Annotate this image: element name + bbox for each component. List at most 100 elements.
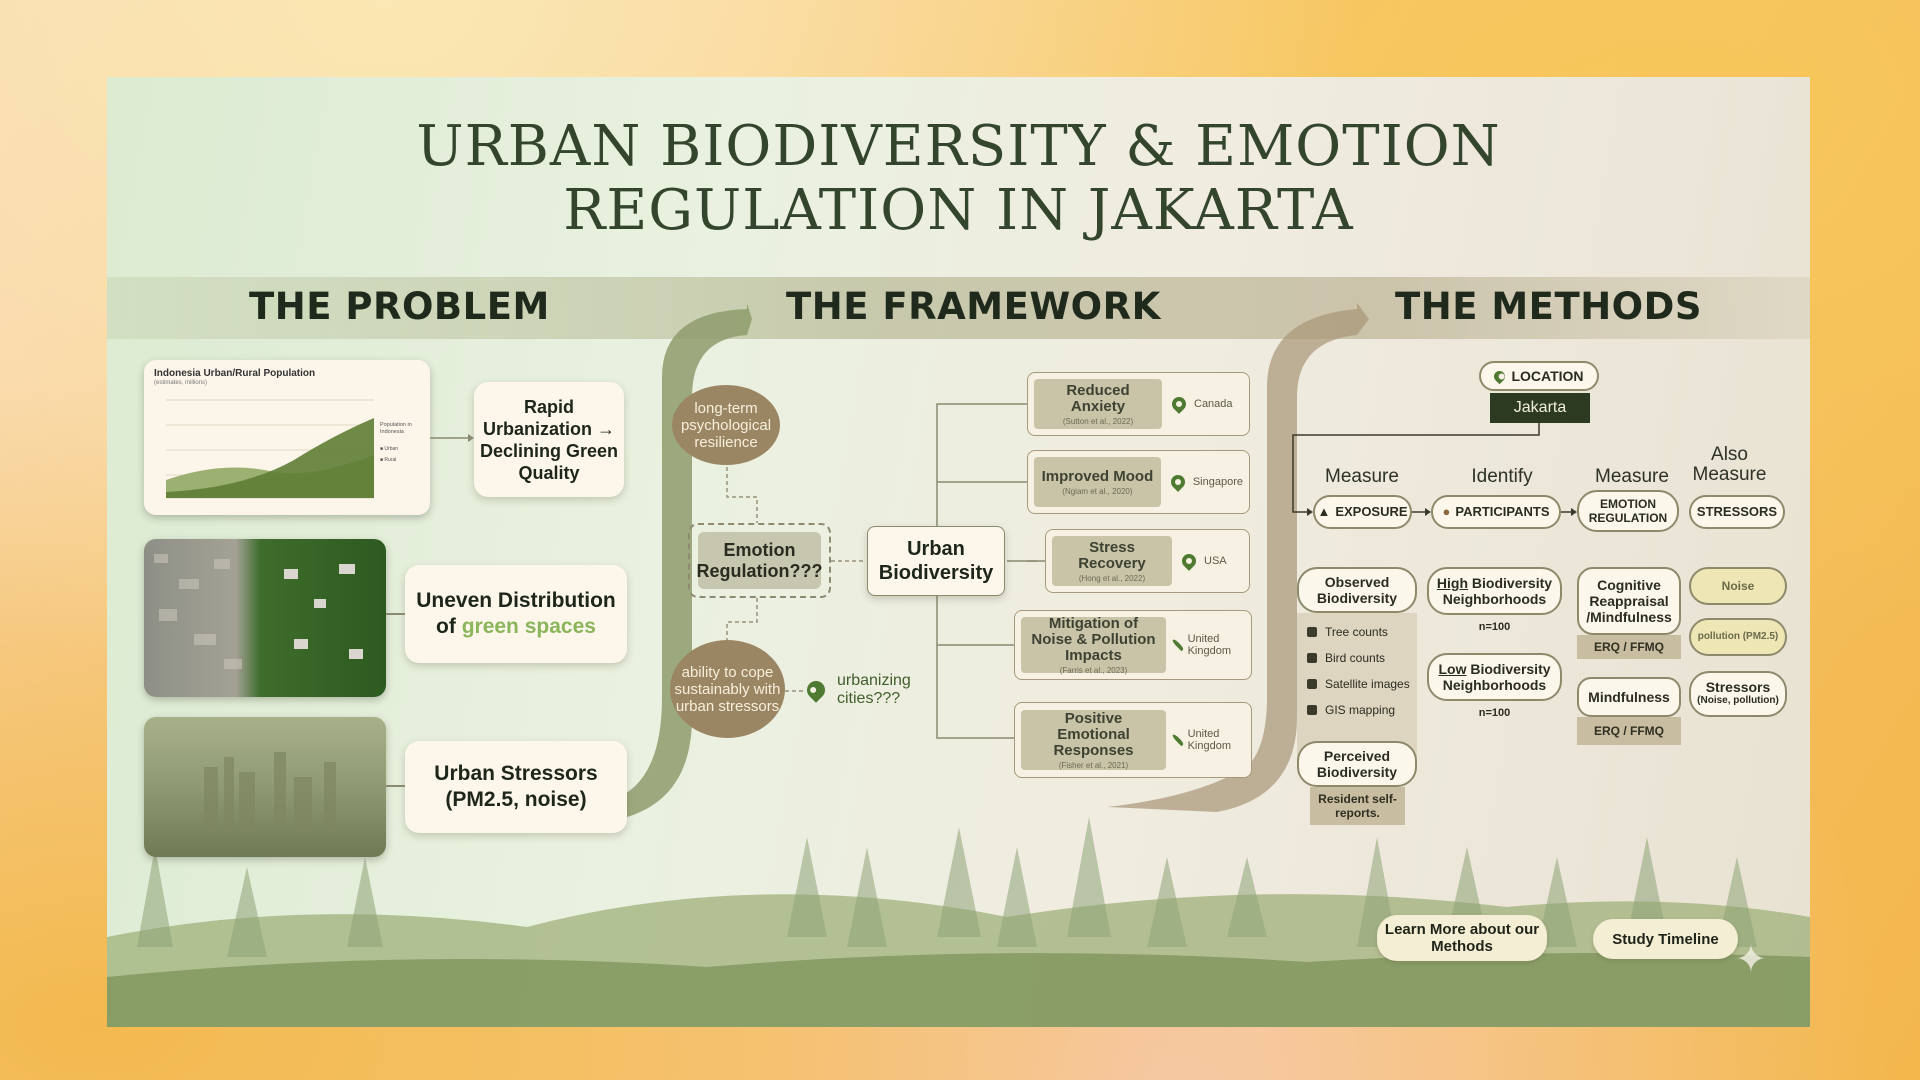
section-heading-problem: THE PROBLEM <box>249 285 550 328</box>
outcome-stress-recovery: Stress Recovery(Hong et al., 2022) USA <box>1045 529 1250 593</box>
bird-counts-item: Bird counts <box>1307 651 1385 665</box>
pill-emotion-regulation: EMOTION REGULATION <box>1577 490 1679 532</box>
low-n: n=100 <box>1478 707 1511 719</box>
arrow-chart-to-card <box>430 434 474 442</box>
cognitive-reappraisal: Cognitive Reappraisal /Mindfulness <box>1577 567 1681 635</box>
aerial-texture <box>154 554 363 669</box>
gis-item: GIS mapping <box>1307 703 1395 717</box>
outcome-label: Mitigation of Noise & Pollution Impacts <box>1031 614 1156 664</box>
outcome-label-box: Stress Recovery(Hong et al., 2022) <box>1052 536 1172 586</box>
location-pill: LOCATION <box>1479 361 1599 391</box>
foreground-hill <box>107 953 1810 1027</box>
outcome-citation: (Hong et al., 2022) <box>1078 573 1146 583</box>
chart-title: Indonesia Urban/Rural Population <box>154 368 316 379</box>
node-resilience: long-term psychological resilience <box>672 385 780 465</box>
urbanizing-note: urbanizing cities??? <box>803 672 927 708</box>
pill-participants: ● PARTICIPANTS <box>1431 495 1561 529</box>
people-icon: ● <box>1442 504 1451 519</box>
satellite-item: Satellite images <box>1307 677 1410 691</box>
outcome-location: United Kingdom <box>1171 633 1231 657</box>
outcome-label-box: Positive Emotional Responses(Fisher et a… <box>1021 710 1166 770</box>
section-band <box>107 277 1810 339</box>
learn-more-button[interactable]: Learn More about our Methods <box>1377 915 1547 961</box>
outcome-citation: (Sutton et al., 2022) <box>1062 416 1134 426</box>
emotion-regulation-frame: Emotion Regulation??? <box>688 523 831 598</box>
pill-exposure: ▲ EXPOSURE <box>1313 495 1412 529</box>
low-rest-label: Biodiversity Neighborhoods <box>1442 661 1551 693</box>
noise-pill: Noise <box>1689 567 1787 605</box>
stressors-pill: Stressors (Noise, pollution) <box>1689 671 1787 717</box>
location-text: USA <box>1204 555 1227 567</box>
uneven-distribution-label: Uneven Distribution of <box>416 589 616 638</box>
study-timeline-button[interactable]: Study Timeline <box>1593 919 1738 959</box>
urban-biodiversity-box: Urban Biodiversity <box>867 526 1005 596</box>
perceived-note: Resident self-reports. <box>1310 787 1405 825</box>
cognitive-tag: ERQ / FFMQ <box>1577 635 1681 659</box>
page-title: URBAN BIODIVERSITY & EMOTION REGULATION … <box>107 115 1810 243</box>
legend-rural-label: Rural <box>384 457 397 463</box>
chart-subtitle: (estimates, millions) <box>154 380 208 386</box>
location-value: Jakarta <box>1490 393 1590 423</box>
emotion-regulation-box: Emotion Regulation??? <box>697 532 823 589</box>
perceived-biodiversity: Perceived Biodiversity <box>1297 741 1417 787</box>
low-label: Low <box>1438 661 1467 677</box>
high-n: n=100 <box>1478 621 1511 633</box>
outcome-label: Reduced Anxiety <box>1066 381 1130 415</box>
location-text: United Kingdom <box>1187 633 1231 657</box>
low-biodiversity-neighborhoods: Low Biodiversity Neighborhoods <box>1427 653 1562 701</box>
uneven-distribution-text: Uneven Distribution of green spaces <box>405 588 627 640</box>
observed-list-bg <box>1297 613 1417 761</box>
col-head-measure-2: Measure <box>1595 466 1669 487</box>
node-cope: ability to cope sustainably with urban s… <box>670 640 785 738</box>
methods-connectors <box>1292 423 1577 516</box>
col-head-identify: Identify <box>1471 466 1533 487</box>
participants-label: PARTICIPANTS <box>1455 504 1550 519</box>
flow-arrow-problem <box>619 303 752 817</box>
tree-icon: ▲ <box>1317 504 1331 519</box>
outcome-label: Positive Emotional Responses <box>1053 709 1134 759</box>
outcome-positive-emotional: Positive Emotional Responses(Fisher et a… <box>1014 702 1252 778</box>
chart-legend-rural: ■ Rural <box>380 457 397 463</box>
outcome-label: Improved Mood <box>1041 467 1154 485</box>
outcome-citation: (Ngiam et al., 2020) <box>1062 486 1133 496</box>
outcome-label: Stress Recovery <box>1078 538 1146 572</box>
outcome-location: Singapore <box>1167 472 1243 492</box>
haze-photo <box>144 717 386 857</box>
stressors-sub: (Noise, pollution) <box>1697 695 1779 706</box>
chart-plot <box>166 399 374 499</box>
exposure-label: EXPOSURE <box>1335 504 1408 519</box>
outcome-reduced-anxiety: Reduced Anxiety(Sutton et al., 2022) Can… <box>1027 372 1250 436</box>
col-head-measure-1: Measure <box>1325 466 1399 487</box>
bird-counts-label: Bird counts <box>1325 651 1386 665</box>
high-rest-label: Biodiversity Neighborhoods <box>1442 575 1553 607</box>
outcome-location: Canada <box>1169 394 1233 414</box>
outcome-label-box: Mitigation of Noise & Pollution Impacts(… <box>1021 614 1166 675</box>
col-head-also-measure: Also Measure <box>1692 444 1767 485</box>
high-biodiversity-text: High Biodiversity Neighborhoods <box>1429 575 1560 607</box>
outcome-label-box: Improved Mood(Ngiam et al., 2020) <box>1034 457 1161 507</box>
bird-icon <box>1307 653 1317 663</box>
card-uneven-distribution: Uneven Distribution of green spaces <box>405 565 627 663</box>
outcome-location: USA <box>1179 551 1227 571</box>
section-heading-methods: THE METHODS <box>1395 285 1702 328</box>
high-label: High <box>1436 575 1469 591</box>
infographic-slide: URBAN BIODIVERSITY & EMOTION REGULATION … <box>107 77 1810 1027</box>
map-icon <box>1307 705 1317 715</box>
legend-urban-label: Urban <box>384 446 399 452</box>
connector-haze <box>386 785 405 787</box>
pill-stressors: STRESSORS <box>1689 495 1785 529</box>
satellite-icon <box>1307 679 1317 689</box>
location-text: Singapore <box>1192 476 1243 488</box>
connector-aerial <box>386 613 405 615</box>
mindfulness-tag: ERQ / FFMQ <box>1577 717 1681 745</box>
section-heading-framework: THE FRAMEWORK <box>786 285 1161 328</box>
location-text: Canada <box>1194 398 1233 410</box>
outcome-improved-mood: Improved Mood(Ngiam et al., 2020) Singap… <box>1027 450 1250 514</box>
location-text: United Kingdom <box>1187 728 1231 752</box>
chart-legend-title: Population in Indonesia <box>380 422 412 435</box>
gis-label: GIS mapping <box>1325 703 1396 717</box>
location-label: LOCATION <box>1511 368 1584 384</box>
tree-counts-label: Tree counts <box>1325 625 1388 639</box>
outcome-citation: (Fisher et al., 2021) <box>1058 760 1129 770</box>
outcome-label-box: Reduced Anxiety(Sutton et al., 2022) <box>1034 379 1162 429</box>
